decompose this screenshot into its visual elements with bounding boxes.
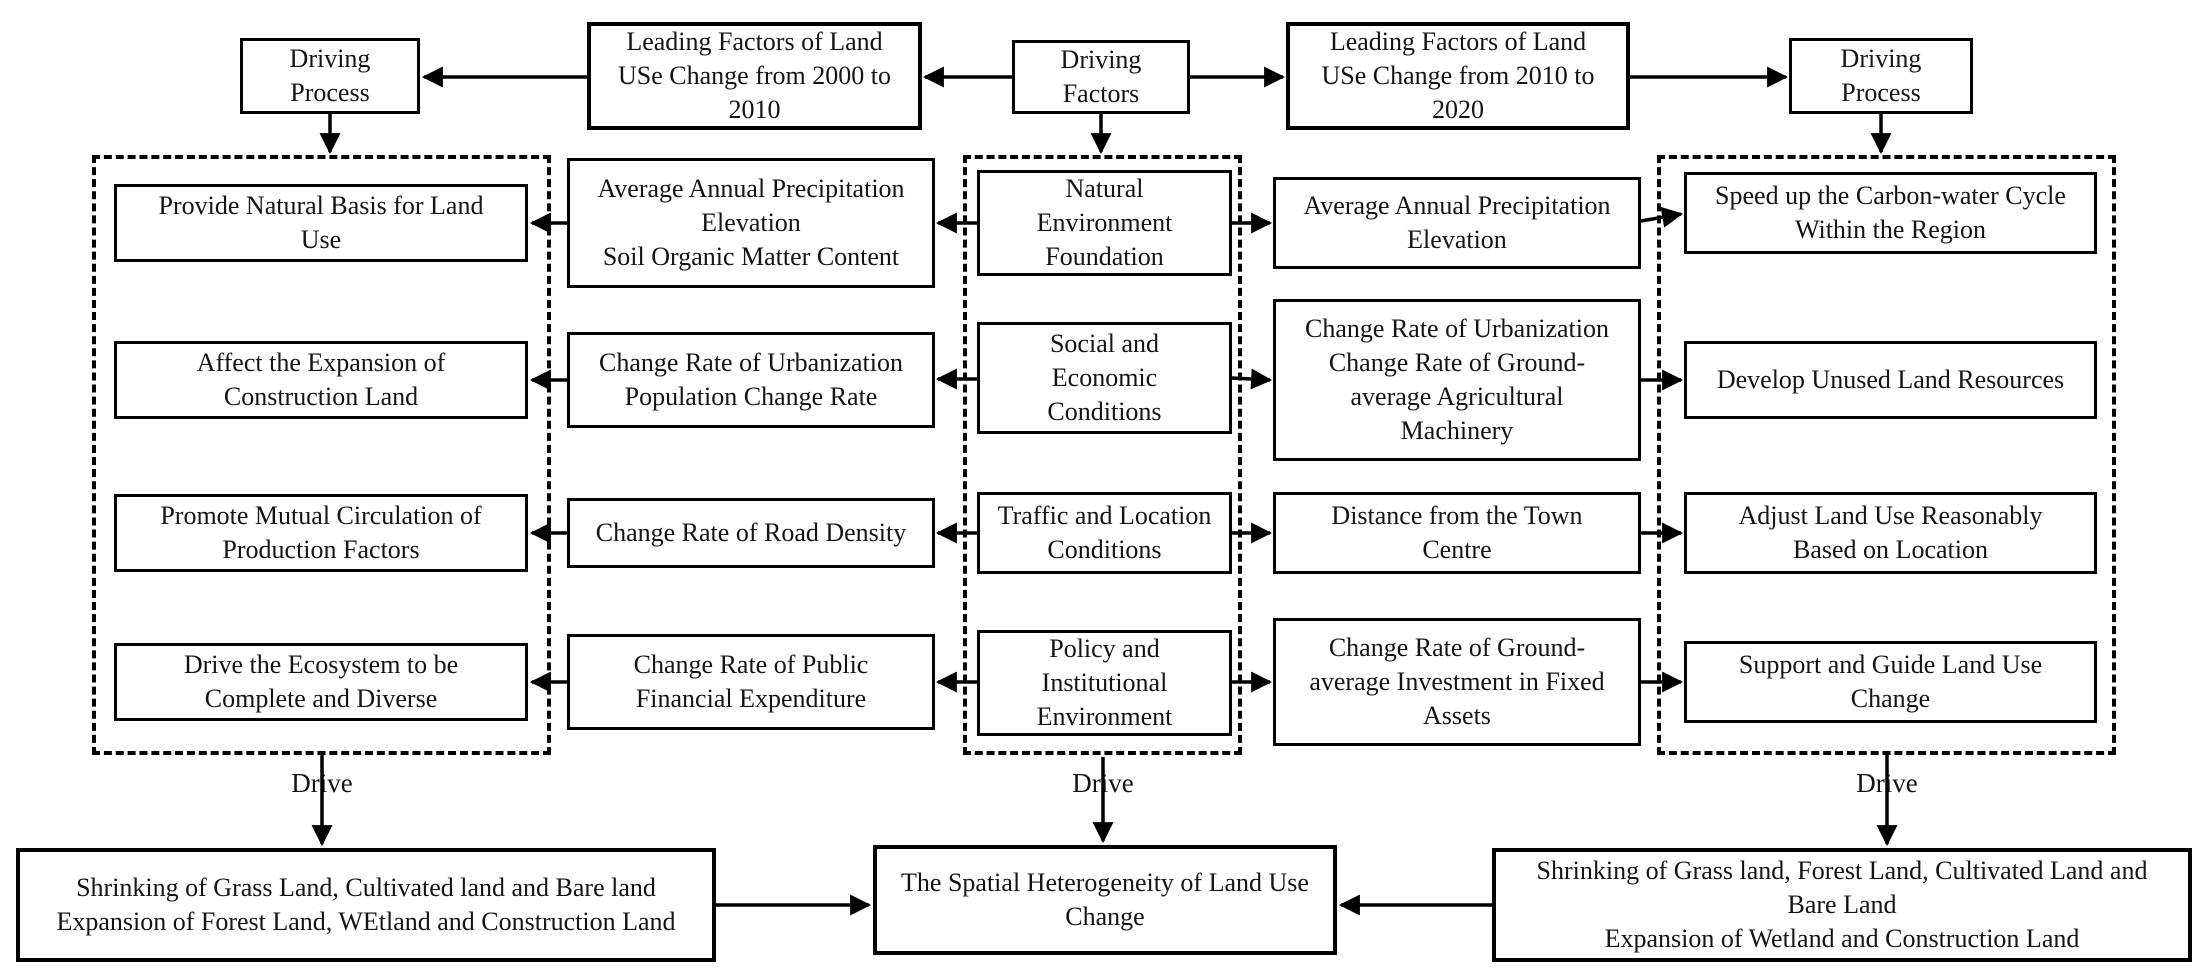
box-policy-institutional-environment: Policy and Institutional Environment (977, 630, 1232, 736)
label-drive-center: Drive (1072, 768, 1134, 798)
box-carbon-water-cycle: Speed up the Carbon-water Cycle Within t… (1684, 172, 2097, 254)
box-adjust-land-use-location: Adjust Land Use Reasonably Based on Loca… (1684, 492, 2097, 574)
box-leading-factors-2000-2010: Leading Factors of Land USe Change from … (587, 22, 922, 130)
box-fixed-assets-investment: Change Rate of Ground- average Investmen… (1273, 618, 1641, 746)
box-social-economic-conditions: Social and Economic Conditions (977, 322, 1232, 434)
box-support-guide-land-use: Support and Guide Land Use Change (1684, 641, 2097, 723)
box-spatial-heterogeneity: The Spatial Heterogeneity of Land Use Ch… (873, 845, 1337, 955)
label-drive-left: Drive (291, 768, 353, 798)
box-natural-environment-foundation: Natural Environment Foundation (977, 170, 1232, 276)
box-public-financial-expenditure: Change Rate of Public Financial Expendit… (567, 634, 935, 730)
box-driving-process-left: Driving Process (240, 38, 420, 114)
box-driving-process-right: Driving Process (1789, 38, 1973, 114)
box-urbanization-population-rate: Change Rate of Urbanization Population C… (567, 332, 935, 428)
box-outcome-2010-2020: Shrinking of Grass land, Forest Land, Cu… (1492, 848, 2192, 962)
box-driving-factors: Driving Factors (1012, 40, 1190, 114)
box-precipitation-elevation: Average Annual Precipitation Elevation (1273, 177, 1641, 269)
box-mutual-circulation-production: Promote Mutual Circulation of Production… (114, 494, 528, 572)
group-driving-factor-categories (963, 155, 1242, 755)
box-distance-town-centre: Distance from the Town Centre (1273, 492, 1641, 574)
box-develop-unused-land: Develop Unused Land Resources (1684, 341, 2097, 419)
box-outcome-2000-2010: Shrinking of Grass Land, Cultivated land… (16, 848, 716, 962)
box-expansion-construction-land: Affect the Expansion of Construction Lan… (114, 341, 528, 419)
box-traffic-location-conditions: Traffic and Location Conditions (977, 492, 1232, 574)
box-leading-factors-2010-2020: Leading Factors of Land USe Change from … (1286, 22, 1630, 130)
label-drive-right: Drive (1856, 768, 1918, 798)
group-driving-process-2000-2010 (92, 155, 551, 755)
box-urbanization-agricultural-machinery: Change Rate of Urbanization Change Rate … (1273, 299, 1641, 461)
group-driving-process-2010-2020 (1657, 155, 2116, 755)
box-road-density: Change Rate of Road Density (567, 498, 935, 568)
box-ecosystem-complete-diverse: Drive the Ecosystem to be Complete and D… (114, 643, 528, 721)
box-precipitation-elevation-soil: Average Annual Precipitation Elevation S… (567, 158, 935, 288)
box-provide-natural-basis: Provide Natural Basis for Land Use (114, 184, 528, 262)
